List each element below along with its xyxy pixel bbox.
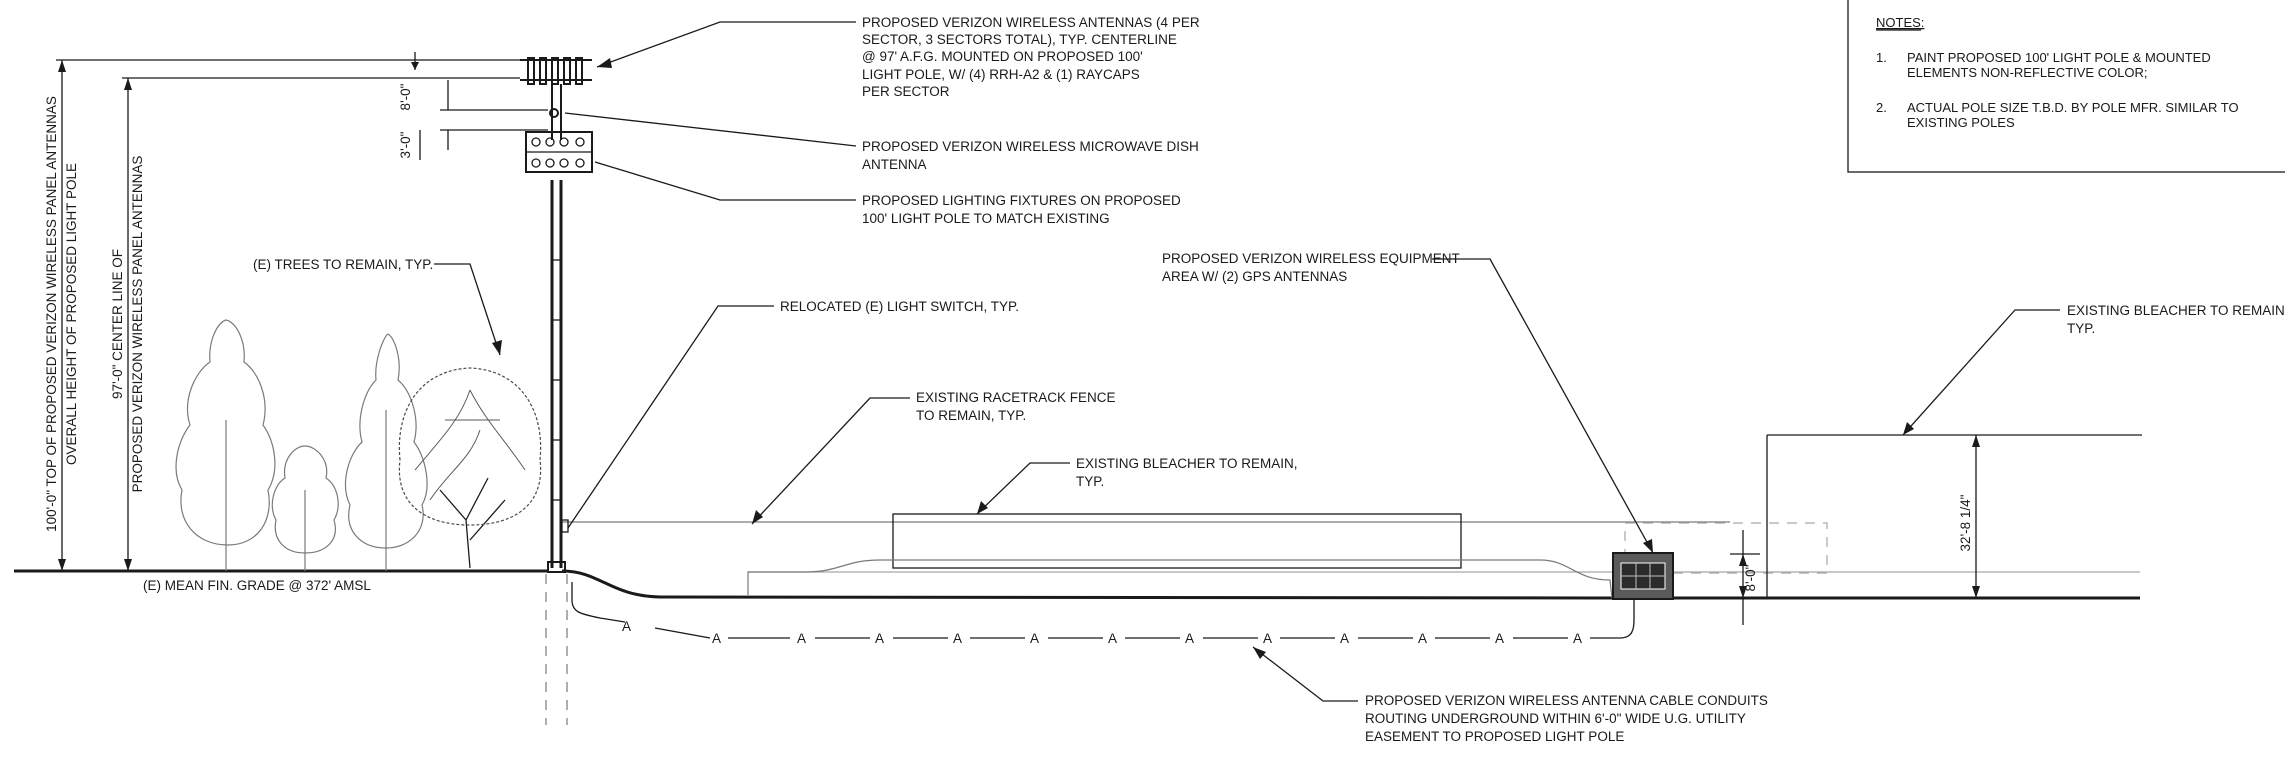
tree-2 [271, 445, 339, 554]
note-1-line-2: ELEMENTS NON-REFLECTIVE COLOR; [1907, 65, 2148, 80]
conduit-marker: A [1495, 631, 1504, 646]
callout-equipment-line-2: AREA W/ (2) GPS ANTENNAS [1162, 269, 1347, 284]
conduit-marker: A [875, 631, 884, 646]
callout-microwave-dish: PROPOSED VERIZON WIRELESS MICROWAVE DISH… [862, 139, 1199, 172]
light-switch-box [561, 519, 569, 533]
callout-lighting-fixtures: PROPOSED LIGHTING FIXTURES ON PROPOSED 1… [862, 193, 1181, 226]
callout-bleacher-middle-line-2: TYP. [1076, 474, 1104, 489]
callout-cable-conduits: PROPOSED VERIZON WIRELESS ANTENNA CABLE … [1365, 693, 1768, 744]
notes-title: NOTES: [1876, 15, 1924, 30]
panel-antennas [520, 57, 592, 85]
note-2-number: 2. [1876, 100, 1887, 115]
equipment-height-label: 8'-0" [1743, 564, 1758, 591]
callout-light-switch: RELOCATED (E) LIGHT SWITCH, TYP. [780, 299, 1019, 314]
tree-3 [344, 333, 428, 549]
callout-bleacher-right-line-2: TYP. [2067, 321, 2095, 336]
callout-fence-line-1: EXISTING RACETRACK FENCE [916, 390, 1116, 405]
conduit-marker: A [1030, 631, 1039, 646]
conduit-marker: A [1108, 631, 1117, 646]
overall-height-dimension: 100'-0" TOP OF PROPOSED VERIZON WIRELESS… [44, 59, 520, 571]
notes-box: NOTES: 1. PAINT PROPOSED 100' LIGHT POLE… [1847, 0, 2285, 173]
note-1-number: 1. [1876, 50, 1887, 65]
callout-panel-antennas-line-2: SECTOR, 3 SECTORS TOTAL), TYP. CENTERLIN… [862, 32, 1177, 47]
callout-equipment-area: PROPOSED VERIZON WIRELESS EQUIPMENT AREA… [1162, 251, 1460, 284]
callout-conduits-line-3: EASEMENT TO PROPOSED LIGHT POLE [1365, 729, 1624, 744]
equipment-height-dimension: 8'-0" [1730, 530, 1760, 625]
conduit-marker: A [953, 631, 962, 646]
pole-foundation [545, 574, 568, 725]
dim-3ft-label: 3'-0" [398, 131, 413, 158]
tree-1 [175, 319, 276, 546]
mean-grade-label: (E) MEAN FIN. GRADE @ 372' AMSL [143, 578, 371, 593]
conduit-marker: A [1573, 631, 1582, 646]
deciduous-tree [398, 367, 542, 569]
note-1-line-1: PAINT PROPOSED 100' LIGHT POLE & MOUNTED [1907, 50, 2211, 65]
conduit-marker: A [1185, 631, 1194, 646]
conduit-route: A A A A A A A A A A A A A [571, 582, 1635, 646]
callout-bleacher-middle: EXISTING BLEACHER TO REMAIN, TYP. [1076, 456, 1298, 489]
bleacher-right [1766, 434, 2142, 598]
equipment-area [1612, 522, 1828, 600]
callout-dish-line-1: PROPOSED VERIZON WIRELESS MICROWAVE DISH [862, 139, 1199, 154]
conduit-marker: A [797, 631, 806, 646]
callout-panel-antennas: PROPOSED VERIZON WIRELESS ANTENNAS (4 PE… [862, 15, 1200, 99]
callout-trees: (E) TREES TO REMAIN, TYP. [253, 257, 433, 272]
note-2-line-1: ACTUAL POLE SIZE T.B.D. BY POLE MFR. SIM… [1907, 100, 2239, 115]
callout-lighting-line-2: 100' LIGHT POLE TO MATCH EXISTING [862, 211, 1110, 226]
callout-panel-antennas-line-1: PROPOSED VERIZON WIRELESS ANTENNAS (4 PE… [862, 15, 1200, 30]
centerline-dimension: 97'-0" CENTER LINE OF PROPOSED VERIZON W… [110, 77, 520, 571]
antenna-spacing-dimensions: 8'-0" 3'-0" [398, 52, 548, 160]
callout-racetrack-fence: EXISTING RACETRACK FENCE TO REMAIN, TYP. [916, 390, 1116, 423]
callout-conduits-line-2: ROUTING UNDERGROUND WITHIN 6'-0" WIDE U.… [1365, 711, 1746, 726]
overall-height-dim-label: OVERALL HEIGHT OF PROPOSED LIGHT POLE [64, 163, 79, 465]
callout-lighting-line-1: PROPOSED LIGHTING FIXTURES ON PROPOSED [862, 193, 1181, 208]
callout-fence-line-2: TO REMAIN, TYP. [916, 408, 1026, 423]
callout-panel-antennas-line-5: PER SECTOR [862, 84, 950, 99]
bleacher-middle [747, 513, 1613, 599]
conduit-marker: A [1418, 631, 1427, 646]
centerline-dim-label-1: 97'-0" CENTER LINE OF [110, 249, 125, 399]
microwave-dish [549, 84, 562, 140]
existing-trees [175, 319, 542, 571]
overall-top-dim-label: 100'-0" TOP OF PROPOSED VERIZON WIRELESS… [44, 96, 59, 532]
bleacher-height-dimension: 32'-8 1/4" [1958, 435, 1980, 598]
conduit-marker: A [712, 631, 721, 646]
callout-panel-antennas-line-4: LIGHT POLE, W/ (4) RRH-A2 & (1) RAYCAPS [862, 67, 1140, 82]
lighting-fixtures [525, 131, 593, 173]
bleacher-height-label: 32'-8 1/4" [1958, 494, 1973, 551]
callout-conduits-line-1: PROPOSED VERIZON WIRELESS ANTENNA CABLE … [1365, 693, 1768, 708]
callout-panel-antennas-line-3: @ 97' A.F.G. MOUNTED ON PROPOSED 100' [862, 49, 1143, 64]
callout-bleacher-middle-line-1: EXISTING BLEACHER TO REMAIN, [1076, 456, 1298, 471]
note-2-line-2: EXISTING POLES [1907, 115, 2015, 130]
conduit-marker: A [622, 619, 631, 634]
callout-bleacher-right-line-1: EXISTING BLEACHER TO REMAIN, [2067, 303, 2285, 318]
leader-lines [434, 21, 2060, 702]
conduit-marker: A [1263, 631, 1272, 646]
conduit-marker: A [1340, 631, 1349, 646]
callout-bleacher-right: EXISTING BLEACHER TO REMAIN, TYP. [2067, 303, 2285, 336]
dim-8ft-label: 8'-0" [398, 83, 413, 110]
centerline-dim-label-2: PROPOSED VERIZON WIRELESS PANEL ANTENNAS [130, 156, 145, 493]
callout-dish-line-2: ANTENNA [862, 157, 927, 172]
light-pole [547, 180, 569, 573]
callout-equipment-line-1: PROPOSED VERIZON WIRELESS EQUIPMENT [1162, 251, 1460, 266]
